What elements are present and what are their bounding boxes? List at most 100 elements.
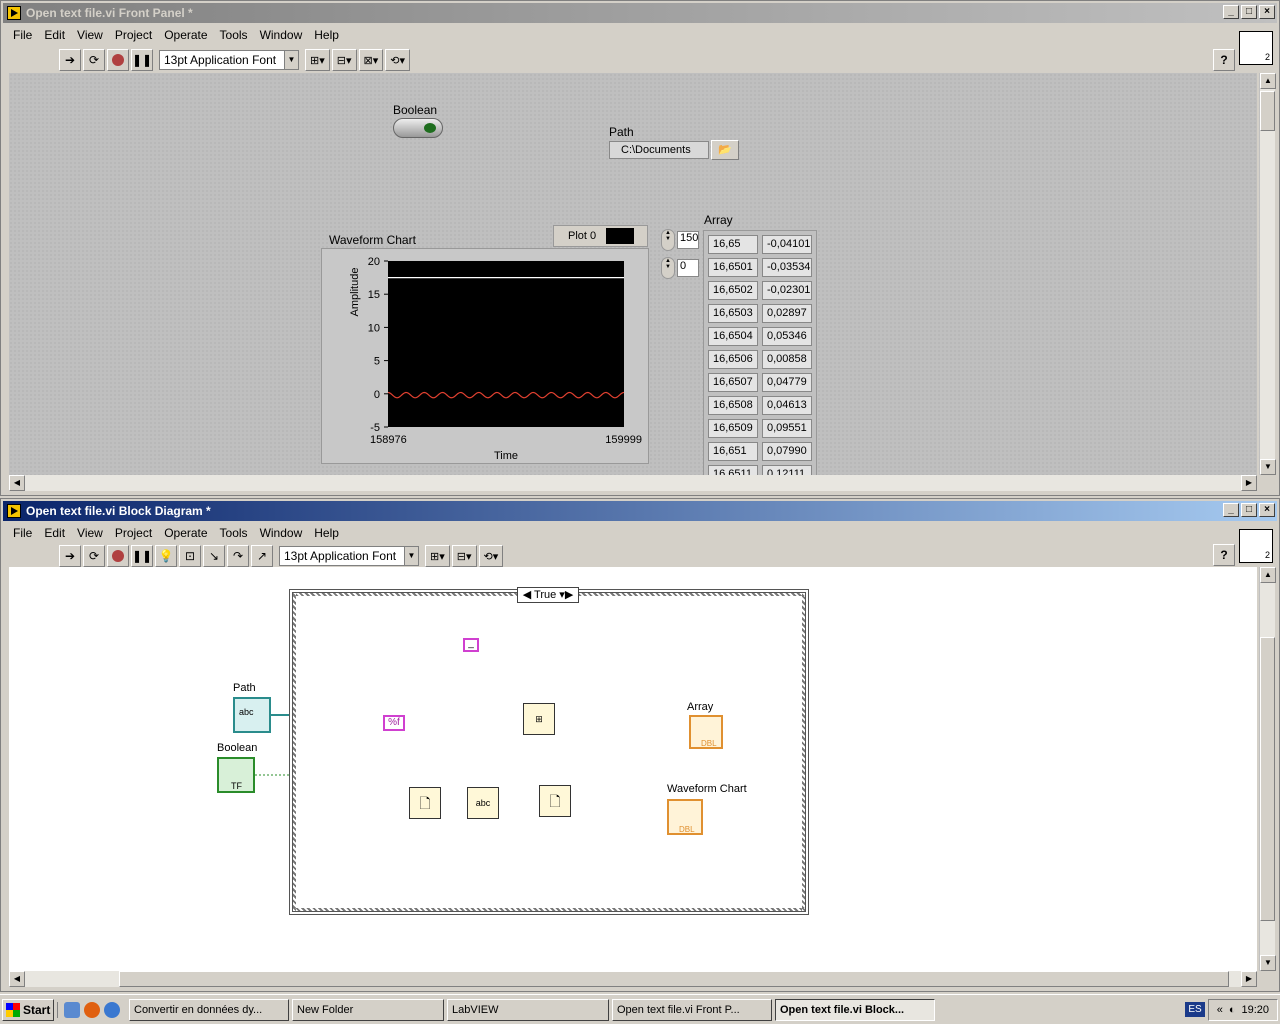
task-item-1[interactable]: New Folder <box>292 998 444 1021</box>
array-cell[interactable]: 16,6508 <box>708 396 758 415</box>
scroll-left-button[interactable]: ◀ <box>9 475 25 491</box>
array-cell[interactable]: 0,05346 <box>762 327 812 346</box>
run-button[interactable]: ➔ <box>59 545 81 567</box>
array-cell[interactable]: -0,03534 <box>762 258 812 277</box>
reorder-button[interactable]: ⟲▾ <box>385 49 410 71</box>
hscroll-thumb[interactable] <box>119 971 1229 987</box>
menu-help[interactable]: Help <box>314 526 339 540</box>
maximize-button[interactable]: □ <box>1241 503 1257 517</box>
run-button[interactable]: ➔ <box>59 49 81 71</box>
abort-button[interactable] <box>107 49 129 71</box>
array-index-row[interactable]: ▲▼ 150 <box>661 229 701 251</box>
menu-view[interactable]: View <box>77 28 103 42</box>
pause-button[interactable]: ❚❚ <box>131 545 153 567</box>
scroll-down-button[interactable]: ▼ <box>1260 459 1276 475</box>
read-text-file-node[interactable]: abc <box>467 787 499 819</box>
resize-objects-button[interactable]: ⊠▾ <box>358 49 384 71</box>
case-structure[interactable] <box>289 589 809 915</box>
array-cell[interactable]: 16,6511 <box>708 465 758 477</box>
scroll-thumb[interactable] <box>1260 91 1275 131</box>
array-cell[interactable]: 0,04779 <box>762 373 812 392</box>
task-item-2[interactable]: LabVIEW <box>447 998 609 1021</box>
case-selector[interactable]: ◀ True ▾▶ <box>517 587 579 603</box>
close-file-node[interactable]: 🗋 <box>539 785 571 817</box>
vi-icon[interactable]: 2 <box>1239 31 1273 65</box>
font-selector[interactable]: 13pt Application Font▼ <box>159 50 299 70</box>
array-cell[interactable]: 16,6503 <box>708 304 758 323</box>
block-diagram-vscroll[interactable]: ▲ ▼ <box>1259 567 1276 971</box>
step-out-button[interactable]: ↗ <box>251 545 273 567</box>
tray-expand-icon[interactable]: « <box>1216 1003 1223 1016</box>
desktop-icon[interactable] <box>64 1001 80 1018</box>
array-cell[interactable]: -0,02301 <box>762 281 812 300</box>
menu-tools[interactable]: Tools <box>219 526 248 540</box>
maximize-button[interactable]: □ <box>1241 5 1257 19</box>
menu-file[interactable]: File <box>13 28 33 42</box>
row-index-value[interactable]: 150 <box>677 231 699 249</box>
array-cell[interactable]: 16,6507 <box>708 373 758 392</box>
scroll-right-button[interactable]: ▶ <box>1241 971 1257 987</box>
retain-wire-values-button[interactable]: ⊡ <box>179 545 201 567</box>
menu-window[interactable]: Window <box>259 526 303 540</box>
col-index-value[interactable]: 0 <box>677 259 699 277</box>
front-panel-titlebar[interactable]: Open text file.vi Front Panel * _ □ × <box>3 3 1277 23</box>
array-cell[interactable]: 16,6502 <box>708 281 758 300</box>
pause-button[interactable]: ❚❚ <box>131 49 153 71</box>
volume-icon[interactable]: ◐ <box>1228 1003 1236 1016</box>
boolean-control[interactable] <box>393 118 443 138</box>
path-control[interactable]: C:\Documents <box>609 141 709 159</box>
array-cell[interactable]: 16,651 <box>708 442 758 461</box>
help-button[interactable]: ? <box>1213 49 1235 71</box>
scroll-down-button[interactable]: ▼ <box>1260 955 1276 971</box>
reorder-button[interactable]: ⟲▾ <box>478 545 504 567</box>
scroll-up-button[interactable]: ▲ <box>1260 567 1276 583</box>
array-cell[interactable]: 0,00858 <box>762 350 812 369</box>
block-diagram-canvas[interactable]: ◀ True ▾▶ Path abc Boolean TF _ %f ⊞ 🗋 a… <box>9 567 1257 971</box>
front-panel-canvas[interactable]: Boolean Path C:\Documents 📂 Waveform Cha… <box>9 73 1257 478</box>
array-cell[interactable]: 0,09551 <box>762 419 812 438</box>
task-item-3[interactable]: Open text file.vi Front P... <box>612 998 772 1021</box>
menu-tools[interactable]: Tools <box>219 28 248 42</box>
array-cell[interactable]: 16,6504 <box>708 327 758 346</box>
scroll-right-button[interactable]: ▶ <box>1241 475 1257 491</box>
chart-terminal[interactable]: DBL <box>667 799 703 835</box>
menu-project[interactable]: Project <box>114 28 153 42</box>
menu-operate[interactable]: Operate <box>164 526 208 540</box>
firefox-icon[interactable] <box>84 1001 100 1018</box>
array-cell[interactable]: 0,04613 <box>762 396 812 415</box>
menu-window[interactable]: Window <box>259 28 303 42</box>
language-indicator[interactable]: ES <box>1185 1002 1205 1017</box>
browse-button[interactable]: 📂 <box>711 140 739 160</box>
help-button[interactable]: ? <box>1213 544 1235 566</box>
menu-help[interactable]: Help <box>314 28 339 42</box>
scroll-up-button[interactable]: ▲ <box>1260 73 1276 89</box>
menu-project[interactable]: Project <box>114 526 153 540</box>
front-panel-vscroll[interactable]: ▲ ▼ <box>1259 73 1276 475</box>
array-cell[interactable]: 16,6509 <box>708 419 758 438</box>
menu-file[interactable]: File <box>13 526 33 540</box>
array-cell[interactable]: 16,6501 <box>708 258 758 277</box>
step-into-button[interactable]: ↘ <box>203 545 225 567</box>
row-index-spinner[interactable]: ▲▼ <box>661 229 675 251</box>
menu-edit[interactable]: Edit <box>44 28 66 42</box>
scroll-thumb[interactable] <box>1260 637 1275 921</box>
abort-button[interactable] <box>107 545 129 567</box>
start-button[interactable]: Start <box>2 998 54 1021</box>
array-cell[interactable]: 0,07990 <box>762 442 812 461</box>
open-file-node[interactable]: 🗋 <box>409 787 441 819</box>
format-constant[interactable]: %f <box>383 715 405 731</box>
distribute-objects-button[interactable]: ⊟▾ <box>331 49 357 71</box>
task-item-0[interactable]: Convertir en données dy... <box>129 998 289 1021</box>
distribute-objects-button[interactable]: ⊟▾ <box>451 545 477 567</box>
minimize-button[interactable]: _ <box>1223 5 1239 19</box>
run-continuously-button[interactable]: ⟳ <box>83 49 105 71</box>
block-diagram-hscroll[interactable]: ◀ ▶ <box>9 971 1257 987</box>
task-item-4[interactable]: Open text file.vi Block... <box>775 998 935 1021</box>
vi-icon[interactable]: 2 <box>1239 529 1273 563</box>
ie-icon[interactable] <box>104 1001 120 1018</box>
array-cell[interactable]: 0,02897 <box>762 304 812 323</box>
minimize-button[interactable]: _ <box>1223 503 1239 517</box>
array-cell[interactable]: 16,65 <box>708 235 758 254</box>
spreadsheet-string-to-array-node[interactable]: ⊞ <box>523 703 555 735</box>
